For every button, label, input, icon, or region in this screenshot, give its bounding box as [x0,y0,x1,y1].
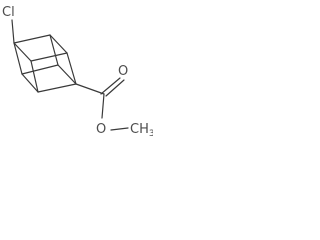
bond-c2-c3 [49,34,59,66]
bond-c8-c5 [30,60,39,93]
bond-carbonyl-double-1 [100,77,121,95]
carbonyl-oxygen-label: O [118,64,128,79]
bond-c7-c8 [37,83,77,93]
bond-c5-c6 [30,52,68,62]
bond-c3-c4 [21,64,59,75]
bond-oester-methyl [110,127,129,131]
bond-ccarbonyl-oester [101,93,105,119]
bond-c3-c7 [57,64,77,85]
chlorine-label: Cl [2,5,15,20]
bond-carbonyl-double-2 [105,79,125,97]
bond-c4-c8 [21,73,39,93]
molecule-structure: Cl O O CH3 [2,5,153,139]
methyl-label: CH3 [130,122,153,139]
bond-c4-c1 [13,42,23,75]
bond-c1-c2 [13,34,51,44]
bond-c7-ccarbonyl [75,83,105,95]
bond-c1-c5 [13,42,32,62]
bond-c6-c7 [66,52,77,85]
bond-cl-c1 [11,19,15,44]
bond-c2-c6 [49,34,68,54]
ester-oxygen-label: O [96,122,106,137]
